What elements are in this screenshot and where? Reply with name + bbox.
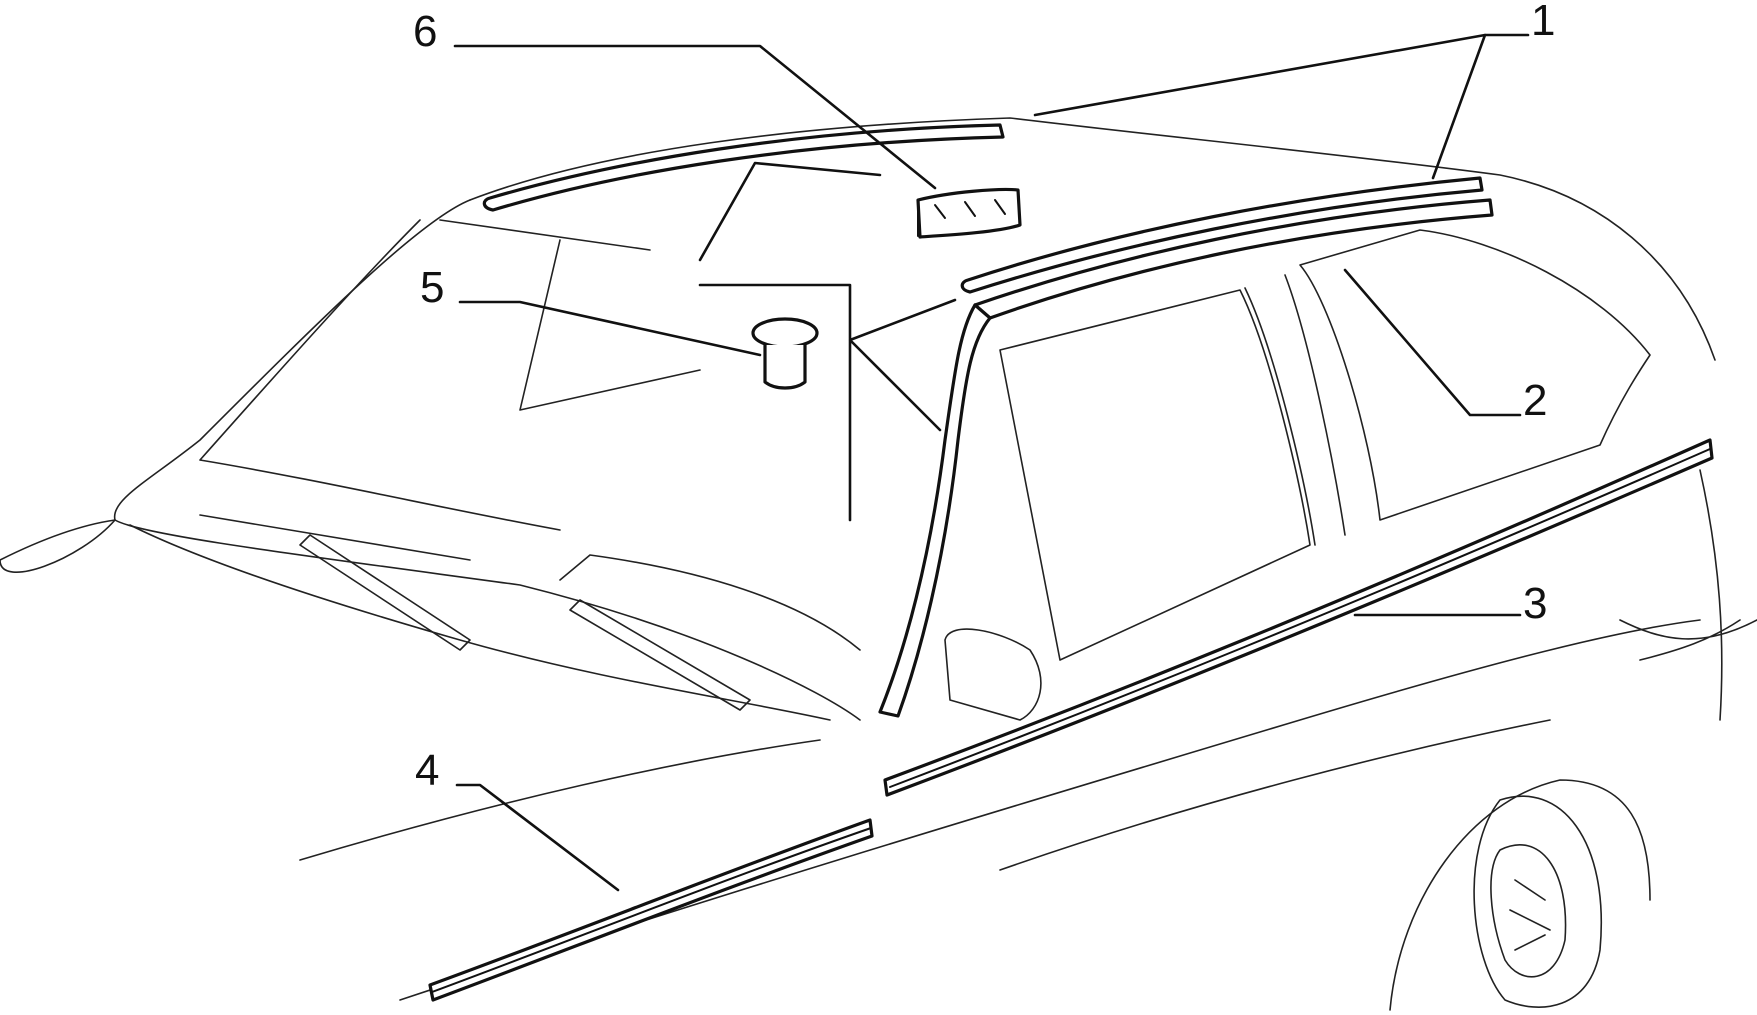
car-body-outline	[0, 117, 1757, 1011]
door-moulding-groove	[431, 827, 872, 993]
roof-rail-right	[960, 176, 1484, 294]
roof-rail-left	[482, 123, 1005, 212]
hood-crease	[199, 514, 861, 651]
belt-moulding-upper	[883, 438, 1714, 797]
leader-5	[458, 300, 762, 357]
leader-1	[1033, 33, 1530, 180]
part-3-belt-moulding	[883, 438, 1714, 797]
wheel-arch	[1389, 779, 1651, 1011]
leader-bracket	[698, 283, 957, 522]
leader-2	[1343, 268, 1522, 417]
part-2-door-frame-seal	[878, 198, 1494, 718]
roof-outline	[469, 117, 1716, 361]
leader-4	[455, 783, 620, 892]
leader-6	[453, 44, 937, 190]
side-window-front	[999, 289, 1311, 661]
leader-roof-rail-left	[698, 161, 882, 262]
callout-3: 3	[1523, 579, 1547, 628]
connector-body	[916, 187, 1022, 239]
callout-labels: 1 2 3 4 5 6	[413, 0, 1555, 795]
rear-door-line	[1619, 469, 1757, 721]
part-6-rail-connector	[916, 187, 1022, 239]
mirror	[944, 628, 1042, 721]
callout-4: 4	[415, 746, 439, 795]
part-5-clip	[751, 317, 819, 390]
leader-lines	[453, 33, 1530, 892]
wheel	[1473, 795, 1602, 1008]
door-frame-seal-pillar	[878, 303, 992, 718]
part-4-door-moulding	[428, 818, 874, 1002]
callout-2: 2	[1523, 376, 1547, 425]
b-pillar	[1244, 274, 1346, 546]
body-side-lower	[399, 619, 1701, 1001]
wiper-right	[569, 599, 751, 711]
clip-stem	[763, 343, 807, 390]
callout-6: 6	[413, 7, 437, 56]
part-1-roof-rails	[482, 123, 1484, 294]
callout-1: 1	[1531, 0, 1555, 45]
windshield-outer	[113, 199, 861, 721]
door-frame-seal-top	[973, 198, 1494, 320]
windshield-inner	[199, 219, 701, 531]
side-window-rear	[1299, 229, 1651, 521]
clip-cap	[751, 317, 819, 349]
front-line	[0, 519, 116, 561]
wiper-left	[299, 534, 471, 651]
connector-slots	[917, 199, 1006, 237]
callout-5: 5	[420, 263, 444, 312]
hood-outline	[0, 519, 831, 861]
belt-moulding-groove	[889, 448, 1711, 788]
